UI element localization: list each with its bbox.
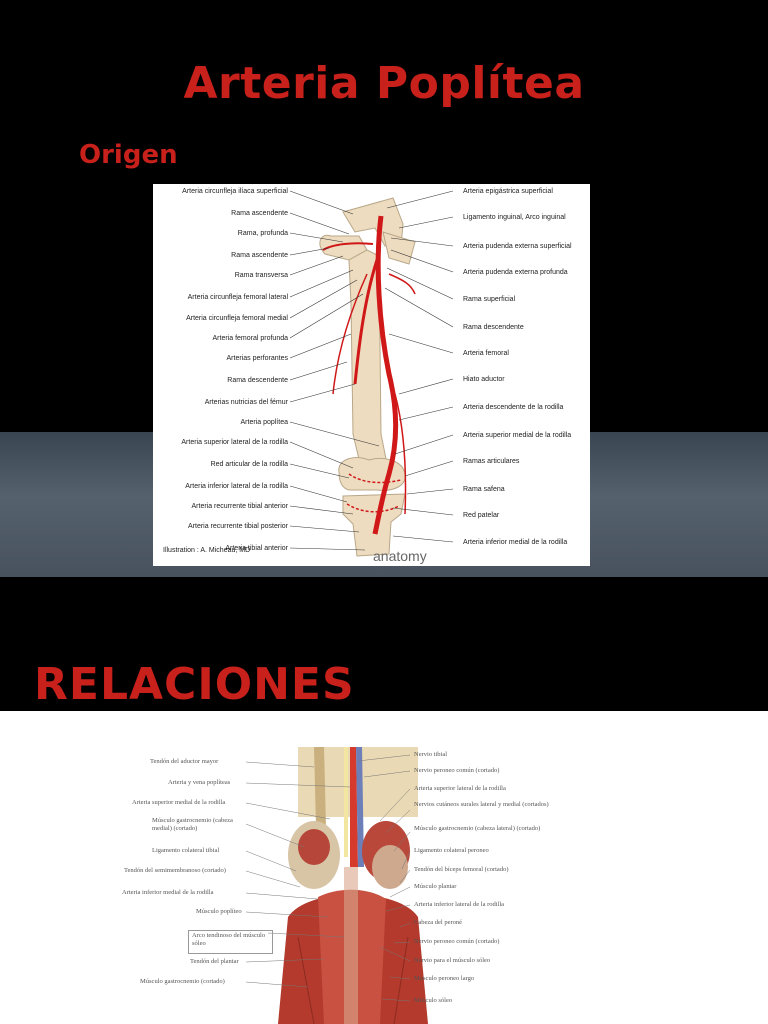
label-left-13: Arteria superior lateral de la rodilla xyxy=(181,439,288,446)
label-right-10: Cabeza del peroné xyxy=(414,919,463,926)
label-left-10: Tendón del plantar xyxy=(190,958,239,965)
label-left-3: Rama, profunda xyxy=(237,230,288,237)
label-left-7: Arteria inferior medial de la rodilla xyxy=(122,889,214,896)
artery-drawing xyxy=(289,190,454,557)
label-right-4: Arteria pudenda externa profunda xyxy=(463,269,568,276)
label-right-12: Rama safena xyxy=(463,486,505,493)
label-left-17: Arteria recurrente tibial posterior xyxy=(188,523,288,530)
label-right-3: Arteria superior lateral de la rodilla xyxy=(414,785,506,792)
label-right-8: Hiato aductor xyxy=(463,376,505,383)
label-left-11: Músculo gastrocnemio (cortado) xyxy=(140,978,225,985)
label-right-11: Ramas articulares xyxy=(463,458,520,465)
watermark: anatomy xyxy=(373,548,427,564)
label-right-5: Músculo gastrocnemio (cabeza lateral) (c… xyxy=(414,825,541,832)
slide-subtitle: Origen xyxy=(79,140,178,170)
label-right-2: Ligamento inguinal, Arco inguinal xyxy=(463,214,566,221)
slide-title: RELACIONES xyxy=(34,659,355,710)
illustration-credit: Illustration : A. Micheau, MD xyxy=(163,547,251,554)
label-left-3: Arteria superior medial de la rodilla xyxy=(132,799,226,806)
label-left-7: Arteria circunfleja femoral medial xyxy=(186,315,288,322)
label-left-4: Rama ascendente xyxy=(231,252,288,259)
slide-title: Arteria Poplítea xyxy=(183,58,585,109)
label-right-11: Nervio peroneo común (cortado) xyxy=(414,938,500,945)
label-left-8: Arteria femoral profunda xyxy=(212,335,288,342)
slide-relaciones: RELACIONES xyxy=(0,645,768,1024)
label-right-5: Rama superficial xyxy=(463,296,516,303)
label-right-2: Nervio peroneo común (cortado) xyxy=(414,767,500,774)
label-right-12: Nervio para el músculo sóleo xyxy=(414,957,491,964)
label-right-9: Arteria descendente de la rodilla xyxy=(463,404,564,411)
label-left-15: Arteria inferior lateral de la rodilla xyxy=(185,483,288,490)
femoral-artery-illustration: Arteria circunfleja ilíaca superficial R… xyxy=(153,184,590,566)
popliteal-fossa-illustration: Tendón del aductor mayor Arteria y vena … xyxy=(118,747,588,1024)
label-right-7: Tendón del bíceps femoral (cortado) xyxy=(414,866,509,873)
label-left-6: Tendón del semimembranoso (cortado) xyxy=(124,867,226,874)
label-left-9: Arterias perforantes xyxy=(226,355,288,362)
label-left-1: Arteria circunfleja ilíaca superficial xyxy=(182,188,288,195)
label-right-10: Arteria superior medial de la rodilla xyxy=(463,432,572,439)
label-right-14: Músculo sóleo xyxy=(414,997,453,1004)
label-left-9: Arco tendinoso del músculo sóleo xyxy=(192,932,266,947)
label-left-2: Arteria y vena poplíteas xyxy=(168,779,231,786)
label-right-6: Ligamento colateral peroneo xyxy=(414,847,489,854)
label-left-10: Rama descendente xyxy=(227,377,288,384)
label-left-14: Red articular de la rodilla xyxy=(210,461,288,468)
callout-box xyxy=(188,930,273,954)
label-right-3: Arteria pudenda externa superficial xyxy=(463,243,572,250)
label-left-6: Arteria circunfleja femoral lateral xyxy=(187,294,288,301)
label-left-5: Rama transversa xyxy=(234,272,288,279)
label-left-2: Rama ascendente xyxy=(231,210,288,217)
label-right-1: Arteria epigástrica superficial xyxy=(463,188,553,195)
label-right-8: Músculo plantar xyxy=(414,883,457,890)
label-right-13: Red patelar xyxy=(463,512,500,519)
slide-origen: Arteria Poplítea Origen xyxy=(0,58,768,577)
label-left-1: Tendón del aductor mayor xyxy=(150,758,219,765)
label-left-4: Músculo gastrocnemio (cabeza medial) (co… xyxy=(152,817,233,832)
label-left-11: Arterias nutricias del fémur xyxy=(204,399,288,406)
label-right-4: Nervios cutáneos surales lateral y media… xyxy=(414,801,549,808)
label-left-12: Arteria poplítea xyxy=(240,419,288,426)
label-left-8: Músculo poplíteo xyxy=(196,908,242,915)
label-left-5: Ligamento colateral tibial xyxy=(152,847,220,854)
label-right-13: Músculo peroneo largo xyxy=(414,975,475,982)
muscle-drawing xyxy=(245,747,428,1024)
label-left-16: Arteria recurrente tibial anterior xyxy=(191,503,289,510)
label-right-7: Arteria femoral xyxy=(463,350,509,357)
label-right-1: Nervio tibial xyxy=(414,751,448,758)
label-left-18: Arteria tibial anterior xyxy=(225,545,288,552)
label-right-6: Rama descendente xyxy=(463,324,524,331)
label-right-9: Arteria inferior lateral de la rodilla xyxy=(414,901,505,908)
label-right-14: Arteria inferior medial de la rodilla xyxy=(463,539,568,546)
